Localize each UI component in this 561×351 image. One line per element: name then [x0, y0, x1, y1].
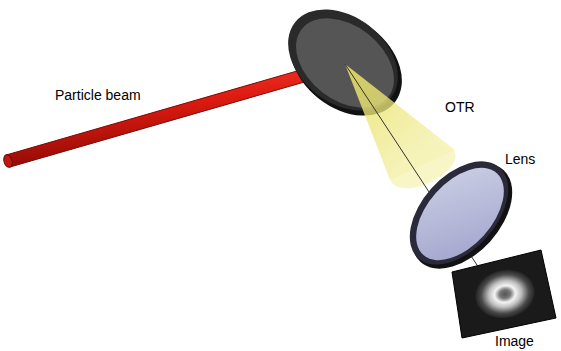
lens-label: Lens: [505, 152, 535, 167]
particle-beam: [2, 58, 346, 168]
image-screen: [452, 250, 556, 338]
image-label: Image: [495, 334, 534, 349]
otr-label: OTR: [445, 100, 475, 115]
beam-label: Particle beam: [55, 88, 141, 103]
